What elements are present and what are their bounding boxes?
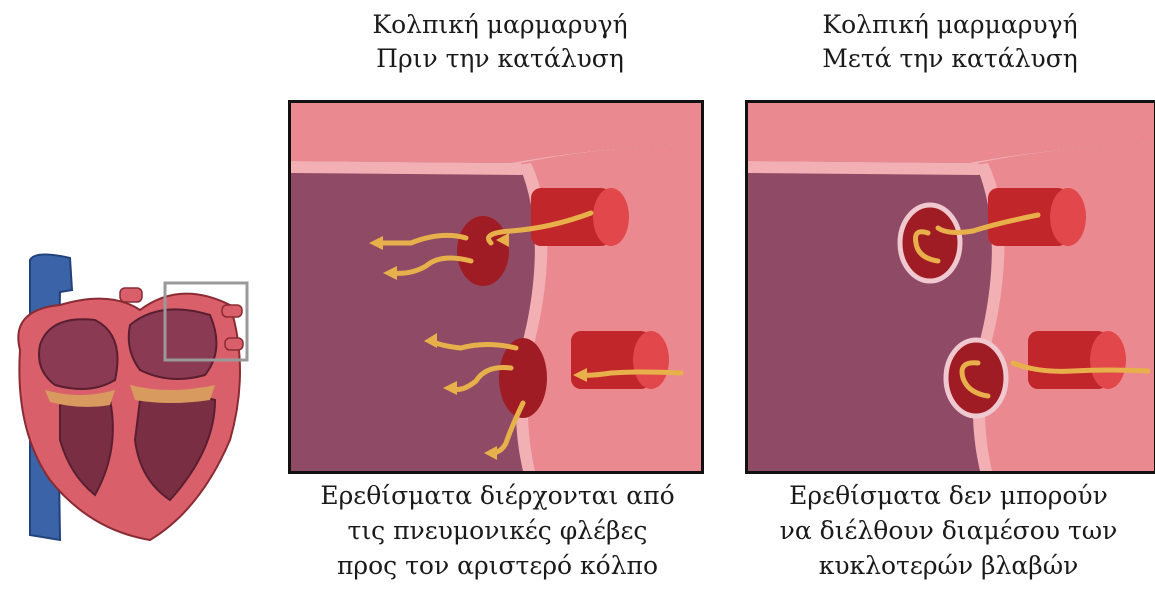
after-ablation-caption: Ερεθίσματα δεν μπορούν να διέλθουν διαμέ… (742, 478, 1155, 583)
after-caption-line1: Ερεθίσματα δεν μπορούν (742, 478, 1155, 513)
heart-overview-illustration (0, 250, 260, 550)
before-ablation-panel (288, 100, 704, 474)
after-ablation-panel (745, 100, 1155, 474)
before-title-line1: Κολπική μαρμαρυγή (290, 8, 710, 42)
after-title-line2: Μετά την κατάλυση (745, 42, 1155, 76)
before-ablation-title: Κολπική μαρμαρυγή Πριν την κατάλυση (290, 8, 710, 76)
after-caption-line2: να διέλθουν διαμέσου των (742, 513, 1155, 548)
left-atrium (129, 309, 217, 379)
circular-lesion-upper (900, 205, 960, 281)
after-caption-line3: κυκλοτερών βλαβών (742, 548, 1155, 583)
pulmonary-vein-stub (225, 338, 243, 350)
after-ablation-title: Κολπική μαρμαρυγή Μετά την κατάλυση (745, 8, 1155, 76)
before-caption-line2: τις πνευμονικές φλέβες (285, 513, 710, 548)
before-caption-line1: Ερεθίσματα διέρχονται από (285, 478, 710, 513)
circular-lesion-lower (946, 340, 1006, 416)
pulmonary-vein-stub (222, 305, 242, 317)
before-caption-line3: προς τον αριστερό κόλπο (285, 548, 710, 583)
after-title-line1: Κολπική μαρμαρυγή (745, 8, 1155, 42)
before-ablation-caption: Ερεθίσματα διέρχονται από τις πνευμονικέ… (285, 478, 710, 583)
right-atrium (39, 319, 118, 389)
pulmonary-vein-stub (120, 288, 142, 302)
before-title-line2: Πριν την κατάλυση (290, 42, 710, 76)
